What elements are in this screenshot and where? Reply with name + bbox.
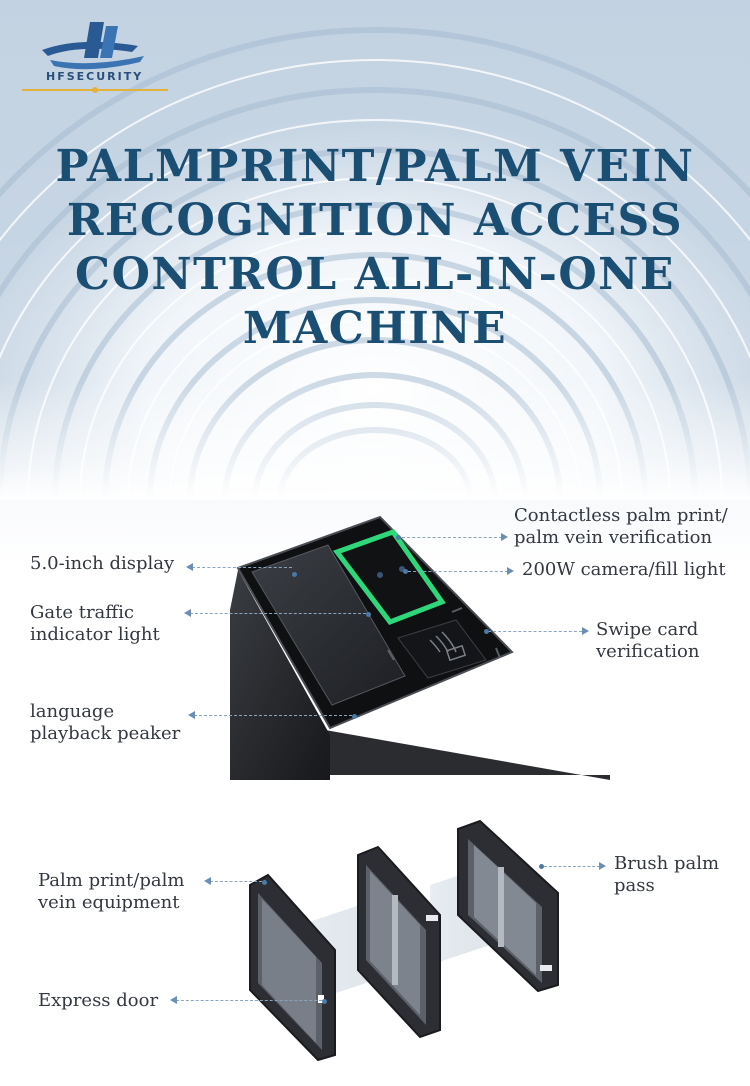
leader-line: [544, 866, 600, 867]
label-express-door: Express door: [38, 990, 159, 1011]
palm-scanner-frame: [332, 529, 446, 626]
leader-line: [408, 571, 508, 572]
label-palm-equipment: Palm print/palm vein equipment: [38, 870, 185, 913]
leader-dot: [366, 612, 371, 617]
brand-name: HFSECURITY: [46, 70, 144, 83]
label-swipe-card: Swipe card verification: [596, 619, 700, 662]
arrow-icon: [507, 567, 514, 575]
leader-dot: [539, 864, 544, 869]
leader-line: [176, 1000, 322, 1001]
leader-line: [488, 631, 582, 632]
leader-line: [210, 881, 262, 882]
arrow-icon: [501, 533, 508, 541]
leader-line: [194, 715, 352, 716]
label-contactless: Contactless palm print/ palm vein verifi…: [514, 505, 728, 548]
leader-dot: [396, 535, 401, 540]
leader-line: [192, 567, 292, 568]
tunnel-background: [0, 0, 750, 500]
title-line-1: PALMPRINT/PALM VEIN: [55, 141, 695, 192]
title-line-3: CONTROL ALL-IN-ONE: [75, 249, 675, 300]
turnstile-gates: [249, 819, 559, 1062]
leader-dot: [322, 999, 327, 1004]
leader-dot: [292, 572, 297, 577]
title-line-4: MACHINE: [242, 303, 508, 354]
label-speaker: language playback peaker: [30, 701, 181, 744]
label-camera: 200W camera/fill light: [522, 559, 726, 580]
leader-dot: [352, 714, 357, 719]
hfsecurity-logo: [22, 22, 168, 93]
label-gate-indicator: Gate traffic indicator light: [30, 602, 160, 645]
title-line-2: RECOGNITION ACCESS: [66, 195, 684, 246]
display-screen: [251, 544, 406, 706]
leader-dot: [403, 569, 408, 574]
arrow-icon: [204, 877, 211, 885]
arrow-icon: [599, 862, 606, 870]
leader-dot: [262, 880, 267, 885]
leader-line: [190, 613, 366, 614]
label-display: 5.0-inch display: [30, 553, 175, 574]
label-brush-palm: Brush palm pass: [614, 853, 720, 896]
arrow-icon: [582, 627, 589, 635]
page-title: PALMPRINT/PALM VEIN RECOGNITION ACCESS C…: [0, 140, 750, 356]
arrow-icon: [170, 996, 177, 1004]
arrow-icon: [186, 563, 193, 571]
leader-dot: [484, 629, 489, 634]
arrow-icon: [184, 609, 191, 617]
access-control-terminal: [230, 515, 610, 780]
arrow-icon: [188, 711, 195, 719]
leader-line: [402, 537, 502, 538]
